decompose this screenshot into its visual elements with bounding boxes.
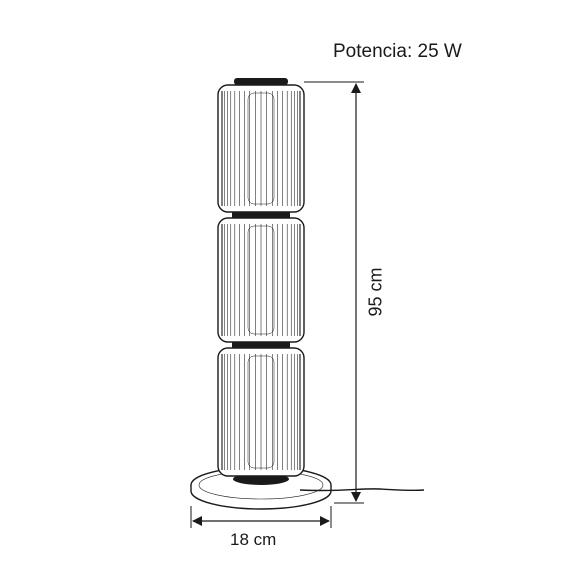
power-cable <box>299 488 425 492</box>
lamp-segment-middle <box>217 217 305 343</box>
height-label: 95 cm <box>365 267 386 317</box>
width-dimension <box>190 506 332 528</box>
segment-joint-lower <box>232 342 290 348</box>
segment-joint-upper <box>232 212 290 218</box>
lamp-segment-bottom <box>217 347 305 477</box>
top-cap <box>234 78 288 85</box>
width-label: 18 cm <box>230 530 277 549</box>
height-dimension <box>304 81 364 504</box>
lamp-segment-top <box>217 84 305 213</box>
power-label: Potencia: 25 W <box>333 41 462 62</box>
